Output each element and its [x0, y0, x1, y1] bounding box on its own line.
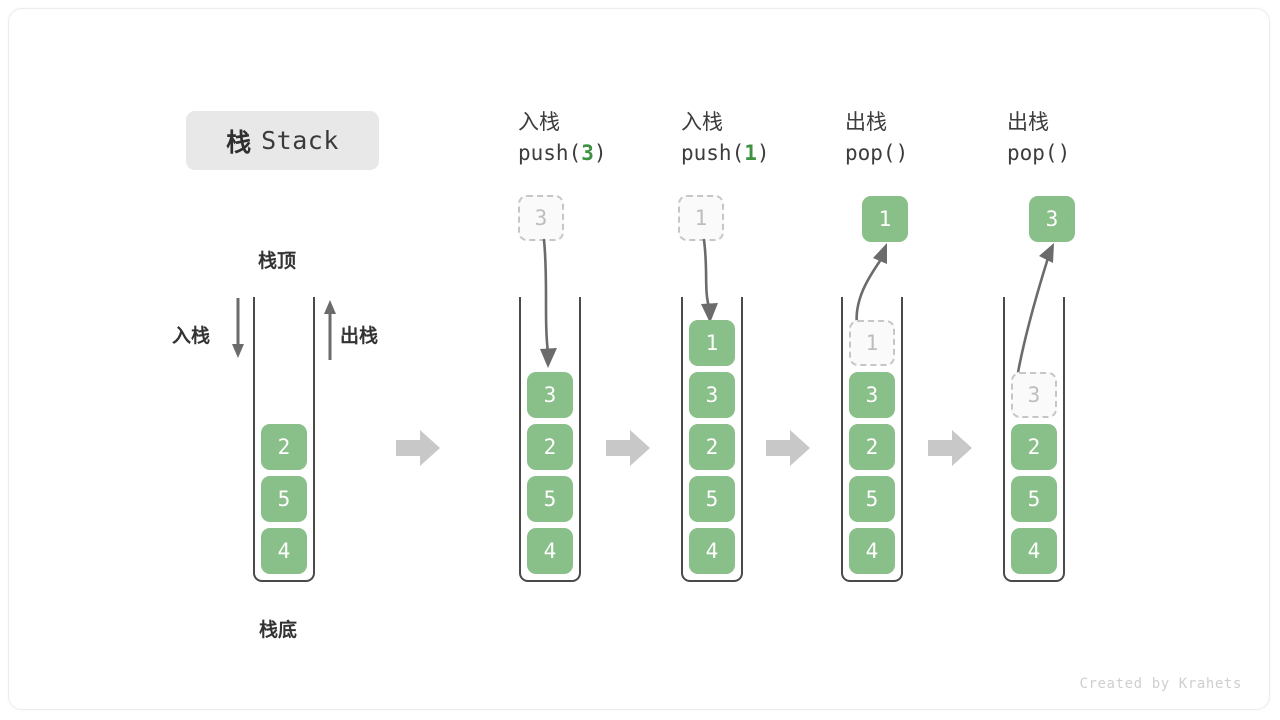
tile-s0-3: 4: [527, 528, 573, 574]
tile-s1-1: 3: [689, 372, 735, 418]
stack-top-label: 栈顶: [258, 251, 297, 272]
step-arrow-1-icon: [396, 430, 440, 466]
tile-s2-3: 5: [849, 476, 895, 522]
step-head-code-2: pop(): [845, 138, 908, 168]
step-arrow-4-icon: [928, 430, 972, 466]
push-down-arrow-icon: [232, 298, 244, 358]
push-side-label: 入栈: [172, 326, 211, 347]
tile-s1-2: 2: [689, 424, 735, 470]
code-arg-0: 3: [581, 141, 594, 165]
stack-container-2: [841, 297, 903, 582]
code-prefix-3: pop(: [1007, 141, 1058, 165]
step-head-push-3: 入栈 push(3): [518, 108, 607, 168]
stack-container-left: [253, 297, 315, 582]
code-suffix-0: ): [593, 141, 607, 165]
code-prefix-1: push(: [681, 141, 745, 165]
tile-left-0: 2: [261, 424, 307, 470]
title-cn: 栈: [226, 128, 252, 157]
code-suffix-1: ): [756, 141, 770, 165]
step-head-code-1: push(1): [681, 138, 770, 168]
code-prefix-0: push(: [518, 141, 582, 165]
step-head-cn-2: 出栈: [845, 111, 887, 134]
tile-s3-3: 4: [1011, 528, 1057, 574]
tile-s2-4: 4: [849, 528, 895, 574]
step-head-cn-0: 入栈: [518, 111, 560, 134]
tile-s3-0: 3: [1011, 372, 1057, 418]
tile-left-1: 5: [261, 476, 307, 522]
tile-s2-2: 2: [849, 424, 895, 470]
step-head-push-1: 入栈 push(1): [681, 108, 770, 168]
pop-up-arrow-icon: [324, 300, 336, 360]
tile-s0-1: 2: [527, 424, 573, 470]
tile-left-2: 4: [261, 528, 307, 574]
tile-s3-2: 5: [1011, 476, 1057, 522]
step-head-pop-3: 出栈 pop(): [1007, 108, 1070, 168]
code-arg-1: 1: [744, 141, 757, 165]
step-head-cn-1: 入栈: [681, 111, 723, 134]
step-arrow-2-icon: [606, 430, 650, 466]
code-suffix-3: ): [1057, 141, 1071, 165]
tile-s1-4: 4: [689, 528, 735, 574]
pop-side-label: 出栈: [340, 326, 379, 347]
step-head-code-0: push(3): [518, 138, 607, 168]
floating-tile-1: 1: [678, 195, 724, 241]
step-head-pop-1: 出栈 pop(): [845, 108, 908, 168]
tile-s2-0: 1: [849, 320, 895, 366]
code-suffix-2: ): [895, 141, 909, 165]
step-head-cn-3: 出栈: [1007, 111, 1049, 134]
step-arrow-3-icon: [766, 430, 810, 466]
tile-s1-0: 1: [689, 320, 735, 366]
floating-tile-0: 3: [518, 195, 564, 241]
stack-bottom-label: 栈底: [259, 620, 298, 641]
title-badge: 栈 Stack: [186, 111, 379, 170]
stack-container-3: [1003, 297, 1065, 582]
tile-s0-2: 5: [527, 476, 573, 522]
code-prefix-2: pop(: [845, 141, 896, 165]
tile-s2-1: 3: [849, 372, 895, 418]
stack-container-1: [681, 297, 743, 582]
watermark: Created by Krahets: [1079, 676, 1242, 692]
step-head-code-3: pop(): [1007, 138, 1070, 168]
title-en: Stack: [261, 126, 339, 155]
floating-tile-2: 1: [862, 196, 908, 242]
floating-tile-3: 3: [1029, 196, 1075, 242]
tile-s1-3: 5: [689, 476, 735, 522]
tile-s0-0: 3: [527, 372, 573, 418]
stack-container-0: [519, 297, 581, 582]
tile-s3-1: 2: [1011, 424, 1057, 470]
